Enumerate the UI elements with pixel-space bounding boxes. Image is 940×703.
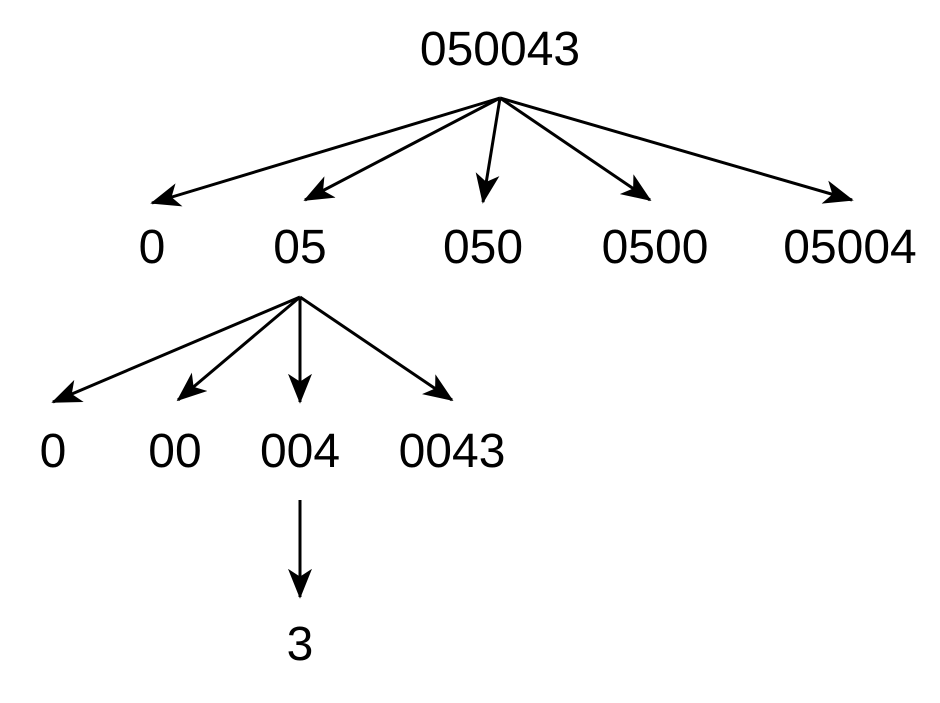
tree-edge-arrow xyxy=(176,295,301,402)
tree-node-n05004: 05004 xyxy=(783,221,917,274)
tree-node-m00: 00 xyxy=(148,425,202,478)
tree-edge-arrow xyxy=(51,295,301,404)
tree-root-node: 050043 xyxy=(419,23,581,76)
tree-edge-arrow xyxy=(303,96,501,202)
tree-node-n0: 0 xyxy=(138,221,166,274)
tree-node-m0: 0 xyxy=(39,425,67,478)
tree-edge-arrow xyxy=(499,96,652,202)
tree-edge-arrow xyxy=(299,295,454,402)
tree-node-m004: 004 xyxy=(259,425,341,478)
tree-node-n05: 05 xyxy=(273,221,327,274)
tree-edge-arrow xyxy=(499,96,854,204)
tree-node-n0500: 0500 xyxy=(601,221,709,274)
tree-node-m0043: 0043 xyxy=(398,425,506,478)
tree-node-leaf3: 3 xyxy=(286,618,314,671)
edge-group xyxy=(51,96,854,599)
tree-node-n050: 050 xyxy=(442,221,524,274)
tree-edge-arrow xyxy=(150,96,501,207)
tree-edge-arrow xyxy=(475,97,502,204)
